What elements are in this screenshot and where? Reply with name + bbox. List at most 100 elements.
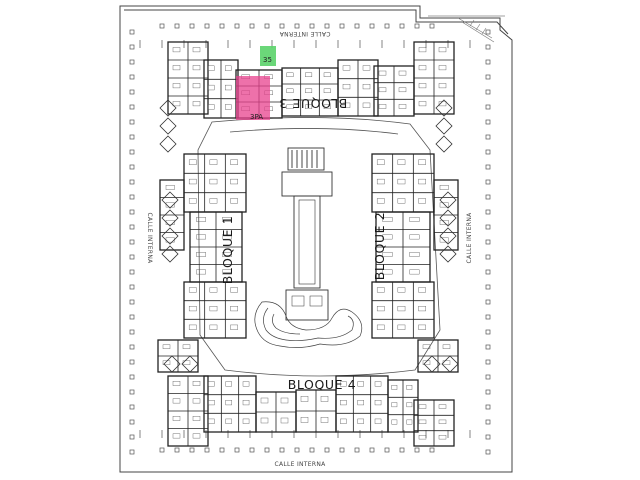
parking-marker (174, 23, 180, 29)
street-label-right: CALLE INTERNA (466, 212, 473, 264)
parking-marker (485, 194, 491, 200)
parking-marker (485, 449, 491, 455)
block-4-center-left (255, 391, 297, 433)
parking-marker (129, 44, 135, 50)
block-2-diamonds (439, 191, 457, 263)
parking-marker (485, 314, 491, 320)
parking-marker (204, 447, 210, 453)
parking-marker (414, 447, 420, 453)
parking-marker (294, 23, 300, 29)
parking-marker (384, 23, 390, 29)
site-boundary (119, 5, 513, 473)
parking-marker (485, 89, 491, 95)
parking-marker (429, 23, 435, 29)
building-blocks (157, 41, 459, 447)
block-3-label: BLOQUE 3 (279, 96, 348, 111)
parking-marker (219, 23, 225, 29)
parking-marker (189, 23, 195, 29)
parking-marker (485, 224, 491, 230)
parking-marker (369, 447, 375, 453)
parking-marker (129, 269, 135, 275)
parking-marker (129, 74, 135, 80)
block-2-north (371, 153, 435, 213)
parking-marker (129, 344, 135, 350)
parking-marker (129, 314, 135, 320)
parking-marker (485, 374, 491, 380)
street-label-top: CALLE INTERNA (279, 30, 331, 37)
parking-marker (485, 269, 491, 275)
block-4-core (295, 389, 337, 433)
parking-marker (485, 59, 491, 65)
parking-marker (354, 447, 360, 453)
unit-label: 3PA (250, 113, 263, 121)
parking-marker (129, 434, 135, 440)
parking-marker (369, 23, 375, 29)
parking-marker (414, 23, 420, 29)
parking-marker (129, 89, 135, 95)
parking-marker (485, 179, 491, 185)
parking-marker (129, 254, 135, 260)
entrance-road (457, 17, 495, 43)
parking-marker (129, 239, 135, 245)
block-2-corner (417, 339, 459, 373)
block-3-east-cluster (373, 65, 415, 117)
parking-marker (129, 29, 135, 35)
parking-marker (294, 447, 300, 453)
parking-marker (129, 59, 135, 65)
parking-marker (485, 209, 491, 215)
parking-marker (324, 447, 330, 453)
parking-marker (485, 104, 491, 110)
parking-marker (485, 74, 491, 80)
block-3-west-diamonds (159, 99, 177, 153)
parking-marker (249, 23, 255, 29)
street-label-left: CALLE INTERNA (146, 212, 153, 264)
central-pool (281, 147, 333, 321)
parking-marker (129, 419, 135, 425)
unit-highlight (236, 76, 270, 120)
parking-marker (129, 194, 135, 200)
block-4-west-diamonds (163, 355, 199, 373)
block-4-east-diamonds (423, 355, 459, 373)
parking-marker (129, 299, 135, 305)
block-1-diamonds (161, 191, 179, 263)
parking-marker (399, 23, 405, 29)
parking-marker (129, 389, 135, 395)
parking-marker (429, 447, 435, 453)
parking-marker (234, 447, 240, 453)
parking-marker (219, 447, 225, 453)
block-3-east-wing (413, 41, 455, 115)
courtyard (197, 117, 441, 377)
block-4-east-wing (413, 399, 455, 447)
parking-marker (159, 23, 165, 29)
parking-marker (129, 224, 135, 230)
parking-marker (384, 447, 390, 453)
parking-marker (399, 447, 405, 453)
parking-marker (309, 447, 315, 453)
parking-marker (485, 359, 491, 365)
block-3-east-diamonds (435, 99, 453, 153)
parking-marker (129, 104, 135, 110)
parking-marker (485, 344, 491, 350)
parking-marker (129, 209, 135, 215)
parking-marker (485, 119, 491, 125)
block-4-west-wing (167, 375, 209, 447)
parking-marker (129, 359, 135, 365)
parking-marker (485, 389, 491, 395)
parking-marker (354, 23, 360, 29)
block-2-label: BLOQUE 2 (372, 212, 387, 281)
parking-marker (129, 134, 135, 140)
parking-marker (129, 149, 135, 155)
parking-marker (279, 23, 285, 29)
block-3-unit-cluster (203, 59, 239, 119)
parking-marker (485, 44, 491, 50)
parking-marker (485, 29, 491, 35)
block-1-north (183, 153, 247, 213)
parking-marker (485, 434, 491, 440)
parking-marker (485, 299, 491, 305)
block-1-label: BLOQUE 1 (220, 216, 235, 285)
street-label-bottom: CALLE INTERNA (274, 461, 326, 468)
parking-marker (485, 419, 491, 425)
parking-marker (249, 447, 255, 453)
parking-space-label: 35 (263, 56, 272, 64)
